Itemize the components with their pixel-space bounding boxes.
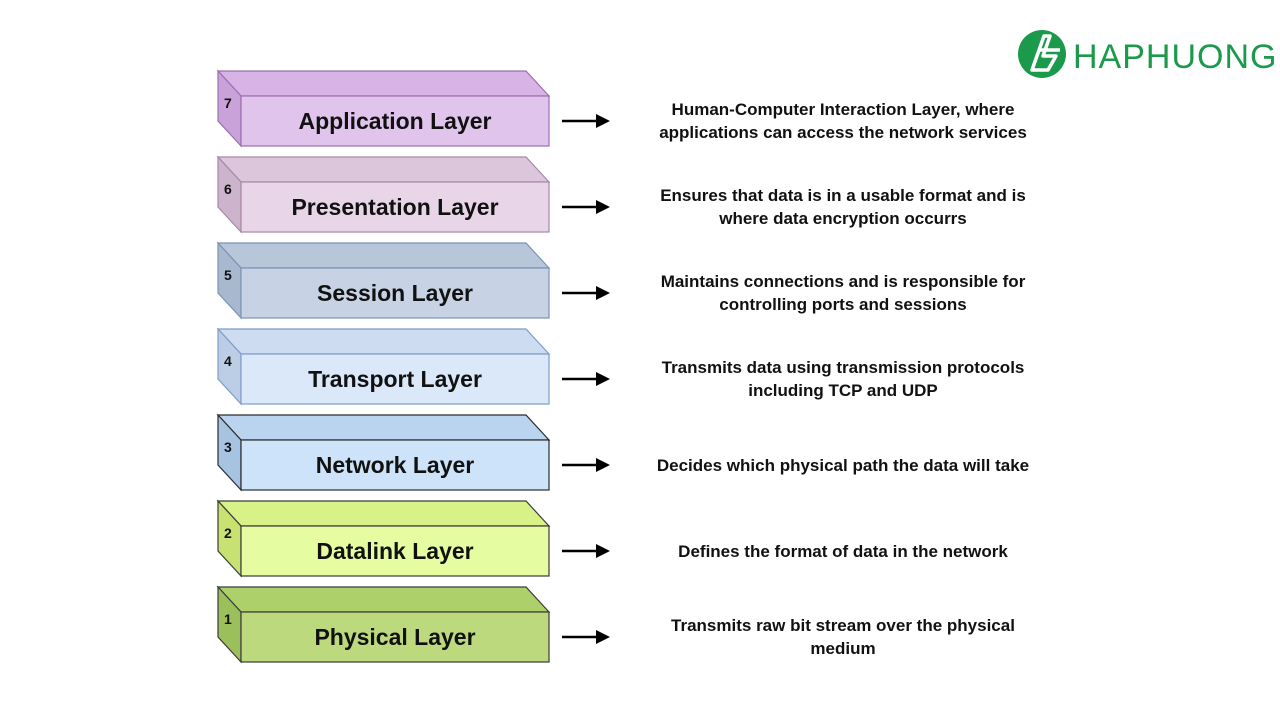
layer-front-face — [240, 611, 550, 663]
brand-logo-mark — [1030, 34, 1060, 72]
layer-description-line: where data encryption occurrs — [718, 209, 967, 228]
layer-description-line: Human-Computer Interaction Layer, where — [672, 100, 1015, 119]
brand-name: HAPHUONG — [1073, 38, 1277, 76]
layer-description-line: Maintains connections and is responsible… — [661, 272, 1026, 291]
layer-top-face — [216, 70, 551, 97]
arrow-head — [596, 114, 610, 128]
layer-number: 4 — [224, 353, 232, 369]
layer-front-face — [240, 181, 550, 233]
layer-description-line: medium — [810, 639, 875, 658]
layer-top-face — [216, 500, 551, 527]
layer-top-face — [216, 328, 551, 355]
arrow-head — [596, 200, 610, 214]
layer-front-face — [240, 353, 550, 405]
layer-front-face — [240, 525, 550, 577]
layer-front-face — [240, 95, 550, 147]
arrow-right-icon — [562, 630, 610, 644]
layer-top-face — [216, 414, 551, 441]
layer-description-line: Decides which physical path the data wil… — [657, 456, 1029, 475]
brand-logo: HAPHUONG — [1018, 30, 1277, 78]
arrow-head — [596, 372, 610, 386]
description-group: Human-Computer Interaction Layer, where a… — [657, 100, 1029, 658]
layer-front-face — [240, 267, 550, 319]
arrow-right-icon — [562, 458, 610, 472]
layer-name: Network Layer — [316, 452, 475, 478]
layer-name: Session Layer — [317, 280, 473, 306]
layer-number: 6 — [224, 181, 232, 197]
layer-number: 3 — [224, 439, 232, 455]
layer-top-face — [216, 586, 551, 613]
layer-name: Physical Layer — [314, 624, 475, 650]
layer-description-line: Ensures that data is in a usable format … — [660, 186, 1026, 205]
arrow-right-icon — [562, 114, 610, 128]
arrow-head — [596, 544, 610, 558]
arrow-right-icon — [562, 544, 610, 558]
layer-name: Datalink Layer — [316, 538, 473, 564]
layer-front-face — [240, 439, 550, 491]
layer-description-line: Defines the format of data in the networ… — [678, 542, 1008, 561]
arrow-right-icon — [562, 200, 610, 214]
layer-top-face — [216, 242, 551, 269]
layer-top-face — [216, 156, 551, 183]
layer-name: Presentation Layer — [291, 194, 498, 220]
layer-number: 1 — [224, 611, 232, 627]
layer-number: 5 — [224, 267, 232, 283]
layer-description-line: controlling ports and sessions — [719, 295, 966, 314]
arrow-head — [596, 458, 610, 472]
layer-name: Transport Layer — [308, 366, 482, 392]
layer-description-line: Transmits raw bit stream over the physic… — [671, 616, 1015, 635]
layer-description-line: applications can access the network serv… — [659, 123, 1027, 142]
layer-number: 7 — [224, 95, 232, 111]
layer-description-line: including TCP and UDP — [748, 381, 938, 400]
arrow-head — [596, 286, 610, 300]
arrow-head — [596, 630, 610, 644]
arrow-right-icon — [562, 372, 610, 386]
arrow-right-icon — [562, 286, 610, 300]
layer-number: 2 — [224, 525, 232, 541]
arrow-group — [562, 114, 610, 644]
layer-name: Application Layer — [299, 108, 492, 134]
layer-description-line: Transmits data using transmission protoc… — [662, 358, 1025, 377]
